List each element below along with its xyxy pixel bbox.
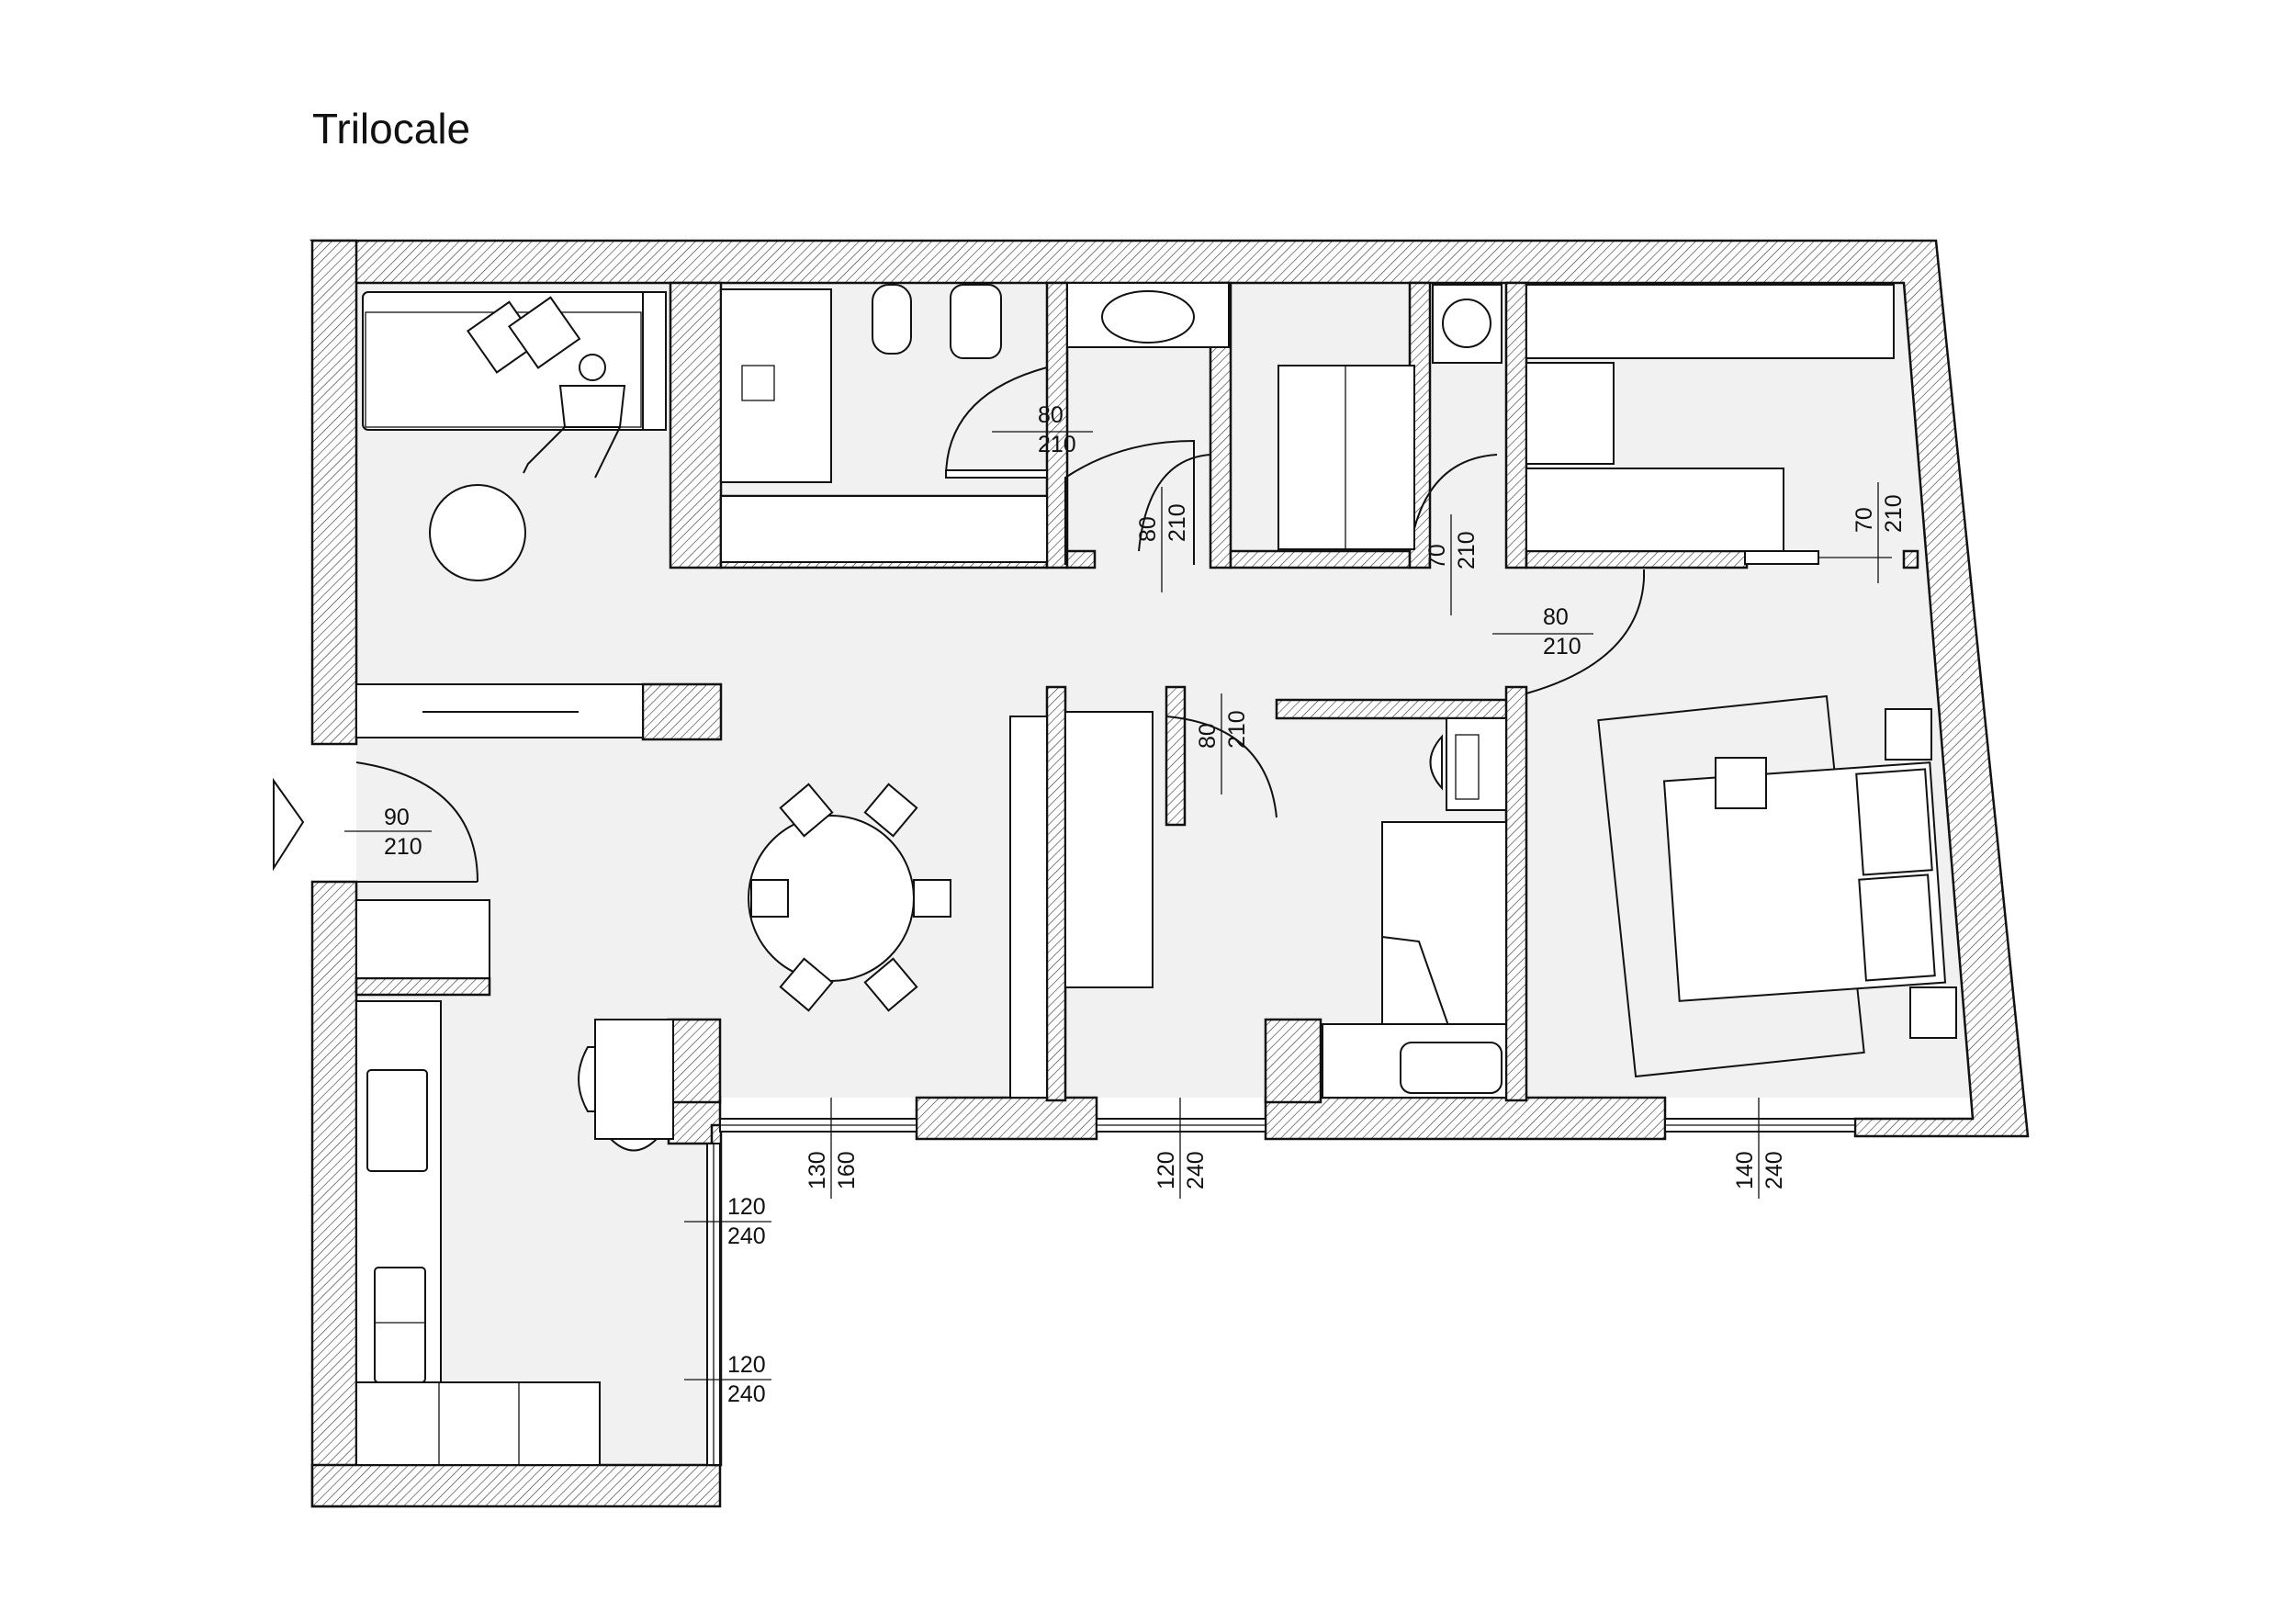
svg-text:70: 70 <box>1424 544 1450 569</box>
master-bedroom <box>1597 694 1957 1078</box>
dimension-label: 80 210 <box>1135 487 1190 592</box>
entrance-arrow-icon <box>273 777 305 872</box>
dimension-label: 80 210 <box>1492 604 1593 659</box>
svg-text:130: 130 <box>805 1151 830 1189</box>
svg-text:210: 210 <box>1224 710 1250 749</box>
svg-text:240: 240 <box>727 1223 766 1249</box>
svg-text:120: 120 <box>727 1194 766 1220</box>
dimension-label: 130 160 <box>805 1098 860 1199</box>
entrance <box>273 761 478 883</box>
dimension-label: 120 240 <box>684 1194 771 1249</box>
cooktop <box>366 1069 428 1172</box>
bathroom <box>720 282 1230 563</box>
person-icon <box>523 354 626 479</box>
single-bedroom <box>1322 717 1507 1099</box>
svg-text:120: 120 <box>727 1352 766 1378</box>
svg-text:80: 80 <box>1195 723 1221 749</box>
dimension-label: 70 210 <box>1424 514 1480 615</box>
living-area <box>355 291 667 738</box>
round-table <box>429 484 526 581</box>
dining-area <box>748 783 951 1012</box>
svg-text:80: 80 <box>1135 516 1161 542</box>
dimension-label: 120 240 <box>1154 1098 1209 1199</box>
svg-text:240: 240 <box>1761 1151 1787 1189</box>
svg-text:240: 240 <box>727 1381 766 1407</box>
svg-text:240: 240 <box>1183 1151 1209 1189</box>
svg-text:210: 210 <box>1543 634 1581 659</box>
shower <box>720 288 832 483</box>
svg-text:70: 70 <box>1851 507 1877 533</box>
svg-text:120: 120 <box>1154 1151 1179 1189</box>
svg-text:210: 210 <box>1038 432 1076 457</box>
bidet <box>950 284 1002 359</box>
plan-title: Trilocale <box>312 105 470 152</box>
windows <box>706 1118 1856 1466</box>
laundry <box>1277 284 1503 550</box>
svg-text:80: 80 <box>1543 604 1569 630</box>
hall-closet <box>1009 711 1154 1099</box>
dimension-label: 140 240 <box>1732 1098 1787 1199</box>
dimension-label: 80 210 <box>992 402 1093 457</box>
kitchen <box>355 899 674 1466</box>
kitchen-table <box>594 1019 674 1140</box>
svg-text:210: 210 <box>384 834 422 860</box>
cushion-icon <box>467 296 581 374</box>
dimension-label: 80 210 <box>1195 693 1250 795</box>
dimension-label: 120 240 <box>684 1352 771 1407</box>
dimension-label: 90 210 <box>344 805 432 860</box>
dimension-label: 70 210 <box>1851 482 1907 583</box>
nightstand <box>1715 757 1767 809</box>
svg-text:90: 90 <box>384 805 410 830</box>
svg-text:210: 210 <box>1881 494 1907 533</box>
opening-dimensions: 90 210 80 210 80 210 70 210 80 210 70 21… <box>344 402 1907 1407</box>
walk-in-closet <box>1525 284 1895 552</box>
svg-text:80: 80 <box>1038 402 1064 428</box>
kitchen-sink <box>374 1267 426 1383</box>
svg-text:210: 210 <box>1454 531 1480 569</box>
svg-text:160: 160 <box>834 1151 860 1189</box>
desk <box>1446 717 1507 811</box>
toilet <box>872 284 912 355</box>
svg-text:140: 140 <box>1732 1151 1758 1189</box>
svg-text:210: 210 <box>1165 503 1190 542</box>
shoe-cabinet <box>355 899 490 979</box>
